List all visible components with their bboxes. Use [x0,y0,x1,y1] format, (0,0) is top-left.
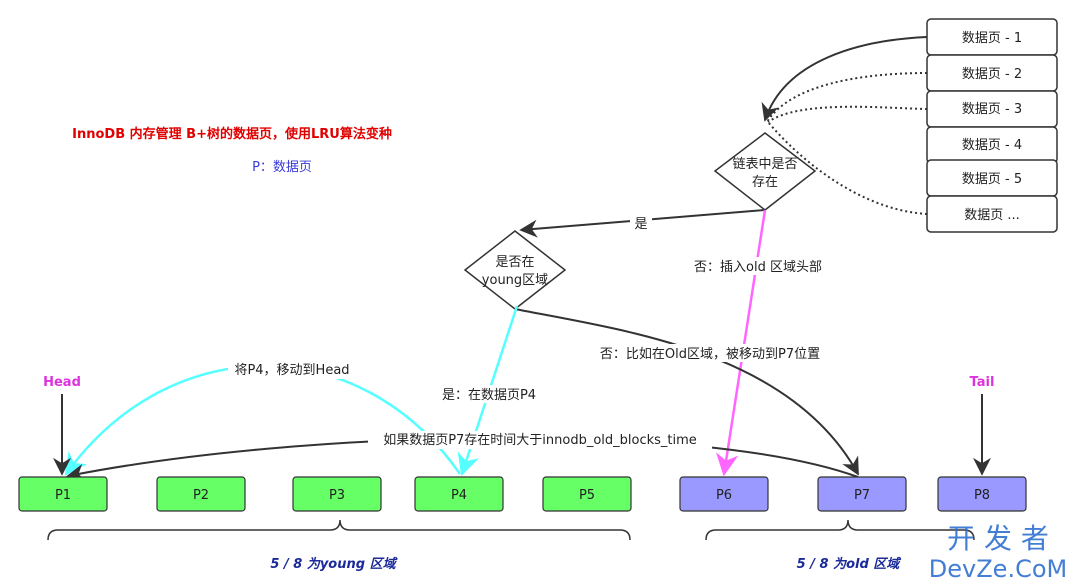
page-p4 [414,476,504,512]
watermark-line1: 开 发 者 [947,522,1049,555]
page-p3 [292,476,382,512]
head-label: Head [43,375,81,390]
page-p2 [156,476,246,512]
old-region-label: 5 / 8 为old 区域 [797,556,902,572]
incoming-page-label: 数据页 ... [964,208,1020,223]
edge-no-insert-old [715,209,767,477]
edge-p7-to-head-label: 如果数据页P7存在时间大于innodb_old_blocks_time [383,432,697,448]
decision-in-list-line1: 链表中是否 [732,157,797,172]
incoming-page-label: 数据页 - 4 [962,138,1022,153]
edge-no-insert-old-label: 否：插入old 区域头部 [694,260,822,275]
edge-move-p4-head-label: 将P4，移动到Head [234,363,349,378]
incoming-pages: 数据页 - 1 数据页 - 2 数据页 - 3 数据页 - 4 数据页 - 5 … [926,18,1058,233]
legend-p-label: P：数据页 [252,160,312,175]
diagram-title: InnoDB 内存管理 B+树的数据页，使用LRU算法变种 [72,126,392,142]
incoming-page-label: 数据页 - 1 [962,31,1022,46]
decision-in-young [463,230,567,310]
edge-no-move-p7 [514,308,859,476]
edge-yes-label: 是 [634,217,647,232]
page-p8-label: P8 [974,488,990,503]
edge-move-p4-head [64,364,462,476]
edge-page3-dotted [767,105,928,123]
young-pages: P1 P2 P3 P4 P5 [18,476,632,512]
page-p2-label: P2 [193,488,209,503]
edge-page1-to-decision [761,36,928,122]
page-p4-label: P4 [451,488,467,503]
page-p5-label: P5 [579,488,595,503]
decision-in-young-line1: 是否在 [495,255,534,270]
tail-label: Tail [970,375,995,390]
edge-no-move-p7-label: 否：比如在Old区域，被移动到P7位置 [600,346,820,362]
page-p8 [937,476,1027,512]
incoming-page-label: 数据页 - 2 [962,67,1022,82]
page-p3-label: P3 [329,488,345,503]
page-p5 [542,476,632,512]
young-region-brace [47,519,631,541]
young-region-label: 5 / 8 为young 区域 [270,556,397,572]
page-p7 [817,476,907,512]
page-p6-label: P6 [716,488,732,503]
decision-in-young-line2: young区域 [482,273,548,288]
old-pages: P6 P7 P8 [679,476,1027,512]
old-region-brace [705,519,975,541]
page-p6 [679,476,769,512]
incoming-page-label: 数据页 - 5 [962,172,1022,187]
edge-yes-in-p4-label: 是：在数据页P4 [442,388,536,403]
watermark-line2: DevZe.CoM [929,555,1067,583]
page-p1-label: P1 [55,488,71,503]
decision-in-list-line2: 存在 [752,175,778,190]
page-p1 [18,476,108,512]
incoming-page-label: 数据页 - 3 [962,102,1022,117]
page-p7-label: P7 [854,488,870,503]
